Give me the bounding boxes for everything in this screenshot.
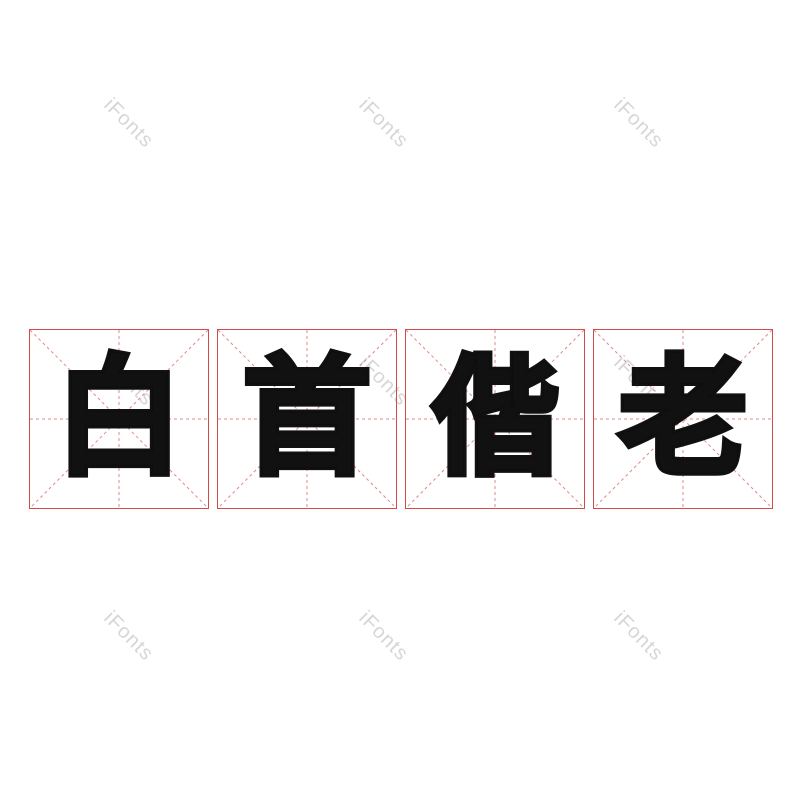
watermark-text: iFonts: [354, 93, 413, 153]
character-cell: 首: [217, 329, 397, 509]
watermark-text: iFonts: [99, 93, 158, 153]
watermark-text: iFonts: [609, 93, 668, 153]
character-cell: 老: [593, 329, 773, 509]
watermark-text: iFonts: [99, 606, 158, 666]
watermark-text: iFonts: [609, 606, 668, 666]
character-cell: 偕: [405, 329, 585, 509]
watermark-text: iFonts: [354, 606, 413, 666]
character-cell: 白: [29, 329, 209, 509]
character-glyph: 偕: [428, 344, 562, 493]
character-grid-row: 白 首 偕 老: [29, 329, 773, 509]
character-glyph: 首: [240, 344, 374, 493]
character-glyph: 老: [616, 344, 750, 493]
character-glyph: 白: [52, 344, 186, 493]
